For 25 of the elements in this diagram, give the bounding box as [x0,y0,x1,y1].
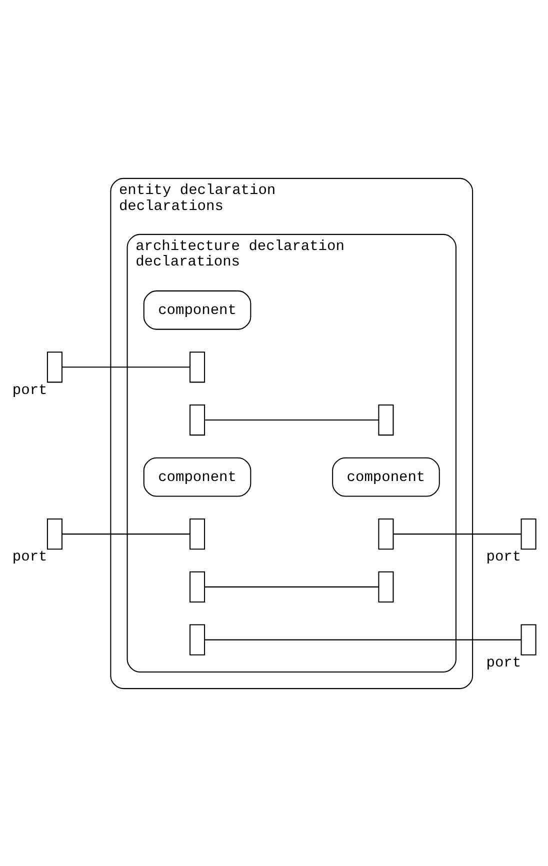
connector [204,586,379,587]
node-box [46,351,62,382]
node-box [190,624,206,655]
node-box [190,351,206,382]
node-label: port [486,654,522,671]
node-box [378,518,394,550]
node-box [46,518,62,550]
node-label: port [12,549,48,566]
node-box: component [143,290,252,330]
node-label: port [486,549,522,566]
node-box [190,570,206,602]
connector [204,638,522,640]
node-box [520,518,536,550]
connector [62,366,190,368]
connector [204,419,379,420]
node-box: component [332,456,440,496]
connector [62,533,190,534]
connector [393,533,522,534]
node-box [378,570,394,602]
node-box [520,624,536,655]
node-label: port [12,382,48,398]
node-box: component [143,456,252,496]
node-box [378,404,394,436]
node-box [190,518,206,550]
node-box [190,404,206,436]
